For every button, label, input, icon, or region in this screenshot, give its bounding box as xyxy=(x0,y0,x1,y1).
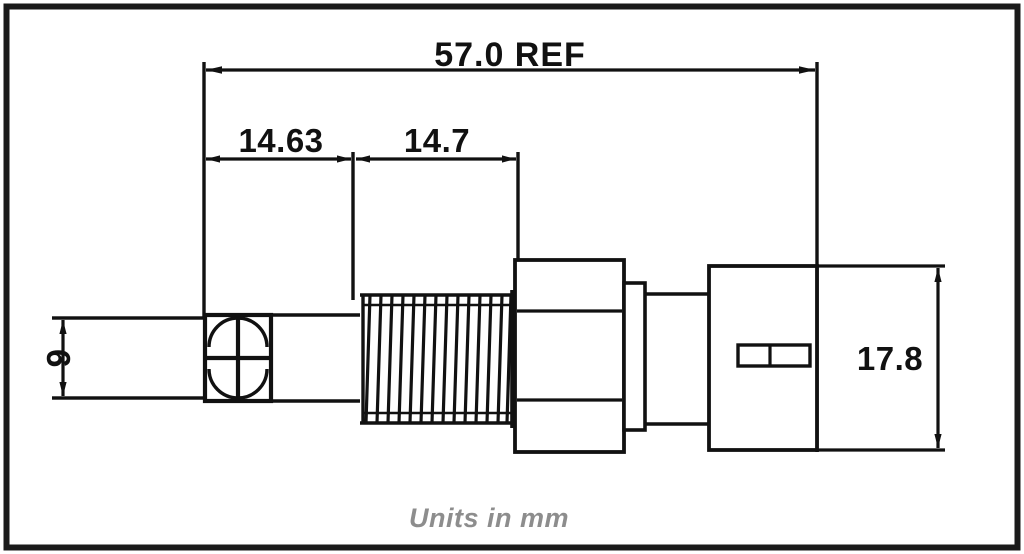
arrowhead-left xyxy=(206,155,220,163)
part-threaded-section xyxy=(360,290,514,428)
arrowhead-top xyxy=(934,268,942,282)
arrowhead-bottom xyxy=(59,382,67,396)
part-cable xyxy=(52,316,205,400)
arrowhead-right xyxy=(799,66,815,74)
ferrule-arc-lower xyxy=(207,368,269,400)
arrowhead-right xyxy=(337,155,351,163)
units-note: Units in mm xyxy=(409,503,569,533)
dimension-label-overall-length: 57.0 REF xyxy=(434,36,586,74)
dimension-ferrule-length: 14.63 xyxy=(206,122,355,300)
dimension-label-ferrule-length: 14.63 xyxy=(238,122,323,159)
shoulder-outline xyxy=(622,281,647,432)
part-rear-body xyxy=(707,264,819,452)
arrowhead-left xyxy=(206,66,222,74)
part-barrel xyxy=(271,313,360,403)
part-hex-nut xyxy=(513,258,626,454)
rear-body-slot xyxy=(736,343,812,368)
arrowhead-left xyxy=(356,155,370,163)
arrowhead-right xyxy=(502,155,516,163)
dimension-label-body-height: 17.8 xyxy=(857,340,923,377)
part-crimp-ferrule xyxy=(202,312,274,404)
arrowhead-bottom xyxy=(934,434,942,448)
dimension-label-thread-length: 14.7 xyxy=(404,122,470,159)
drawing-border xyxy=(3,3,1021,551)
ferrule-arc-upper xyxy=(207,316,269,348)
hex-nut-outline xyxy=(513,258,626,454)
dimension-body-height: 17.8 xyxy=(818,264,945,452)
dimension-label-cable-diameter: 9 xyxy=(40,349,77,368)
thread-flank-lines xyxy=(364,294,513,424)
arrowhead-top xyxy=(59,320,67,334)
dimension-thread-length: 14.7 xyxy=(356,122,520,300)
part-shoulder xyxy=(622,281,709,432)
